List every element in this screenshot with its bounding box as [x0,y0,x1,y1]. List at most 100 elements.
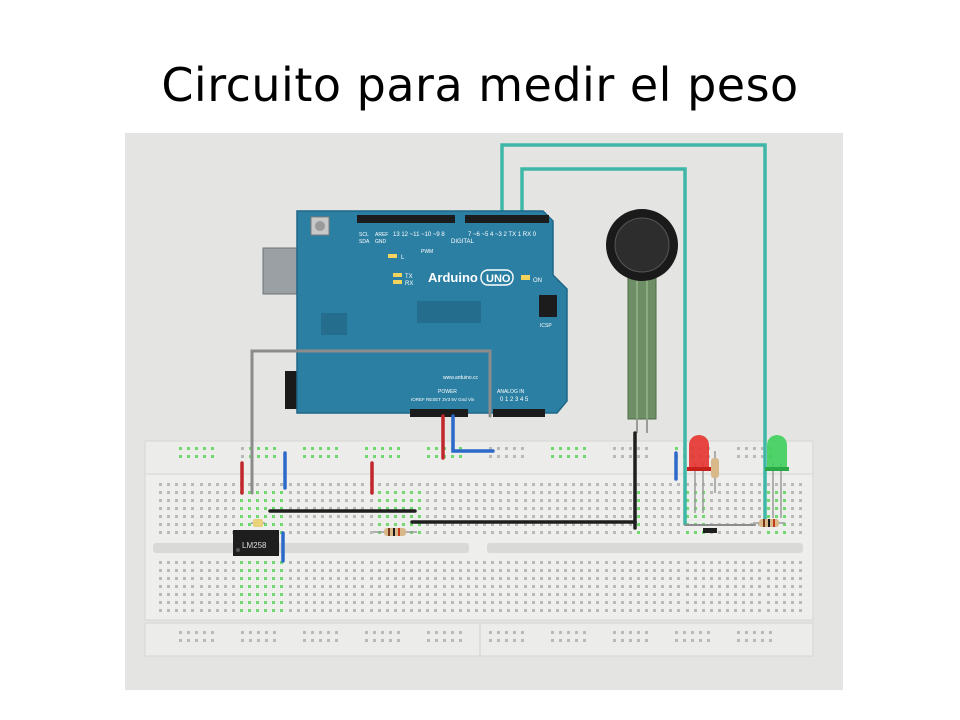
breadboard-hole [195,631,198,634]
breadboard-hole [289,515,292,518]
breadboard-hole [240,601,243,604]
breadboard-hole [361,523,364,526]
breadboard-hole [459,523,462,526]
breadboard-hole [726,609,729,612]
breadboard-hole [567,639,570,642]
breadboard-hole [613,593,616,596]
breadboard-hole [241,639,244,642]
breadboard-hole [327,447,330,450]
breadboard-hole [556,561,559,564]
breadboard-hole [758,531,761,534]
breadboard-hole [345,531,348,534]
breadboard-hole [621,609,624,612]
breadboard-hole [572,515,575,518]
breadboard-hole [677,585,680,588]
breadboard-hole [208,523,211,526]
breadboard-hole [596,561,599,564]
breadboard-hole [605,601,608,604]
breadboard-hole [515,483,518,486]
breadboard-hole [410,507,413,510]
breadboard-hole [435,455,438,458]
breadboard-hole [426,491,429,494]
breadboard-hole [378,515,381,518]
breadboard-hole [373,455,376,458]
breadboard-hole [240,515,243,518]
breadboard-hole [418,491,421,494]
breadboard-hole [726,569,729,572]
breadboard-hole [742,609,745,612]
breadboard-hole [605,609,608,612]
breadboard-hole [305,531,308,534]
breadboard-hole [459,507,462,510]
breadboard-hole [297,569,300,572]
breadboard-hole [499,483,502,486]
breadboard-hole [329,593,332,596]
reset-button-cap[interactable] [315,221,325,231]
breadboard-hole [241,447,244,450]
breadboard-hole [224,601,227,604]
breadboard-hole [742,585,745,588]
breadboard-hole [621,593,624,596]
breadboard-hole [621,577,624,580]
breadboard-hole [264,523,267,526]
breadboard-hole [200,601,203,604]
breadboard-hole [475,531,478,534]
breadboard-hole [621,491,624,494]
breadboard-hole [521,631,524,634]
breadboard-hole [256,491,259,494]
breadboard-hole [426,569,429,572]
breadboard-hole [289,561,292,564]
breadboard-hole [580,523,583,526]
breadboard-hole [443,531,446,534]
breadboard-hole [564,515,567,518]
breadboard-hole [289,523,292,526]
breadboard-hole [491,577,494,580]
breadboard-hole [200,569,203,572]
breadboard-hole [596,523,599,526]
regulator-chip [321,313,347,335]
label-digital: DIGITAL [451,239,475,245]
breadboard-hole [551,455,554,458]
breadboard-hole [183,561,186,564]
breadboard-hole [588,585,591,588]
breadboard-hole [767,507,770,510]
breadboard-hole [321,507,324,510]
breadboard-hole [475,577,478,580]
breadboard-hole [767,577,770,580]
breadboard-hole [677,609,680,612]
breadboard-hole [418,523,421,526]
led-tx-indicator [393,273,402,277]
breadboard-hole [305,601,308,604]
breadboard-hole [443,499,446,502]
breadboard-hole [613,507,616,510]
breadboard-hole [337,515,340,518]
breadboard-hole [167,569,170,572]
breadboard-hole [191,483,194,486]
breadboard-hole [361,531,364,534]
breadboard-hole [799,499,802,502]
breadboard-hole [361,491,364,494]
force-sensing-resistor [606,209,678,433]
breadboard-hole [216,601,219,604]
breadboard-hole [443,523,446,526]
breadboard-hole [491,523,494,526]
breadboard-hole [426,515,429,518]
breadboard-hole [418,531,421,534]
breadboard-hole [750,569,753,572]
breadboard-hole [596,601,599,604]
breadboard-hole [216,577,219,580]
breadboard-hole [378,569,381,572]
breadboard-hole [742,569,745,572]
breadboard-hole [702,585,705,588]
breadboard-hole [734,499,737,502]
breadboard-hole [208,483,211,486]
breadboard-hole [195,639,198,642]
breadboard-hole [750,483,753,486]
breadboard-hole [443,609,446,612]
breadboard-hole [451,601,454,604]
breadboard-hole [753,639,756,642]
breadboard-hole [280,593,283,596]
fsr-pad-inner [614,217,670,273]
breadboard-hole [559,639,562,642]
breadboard-hole [637,491,640,494]
